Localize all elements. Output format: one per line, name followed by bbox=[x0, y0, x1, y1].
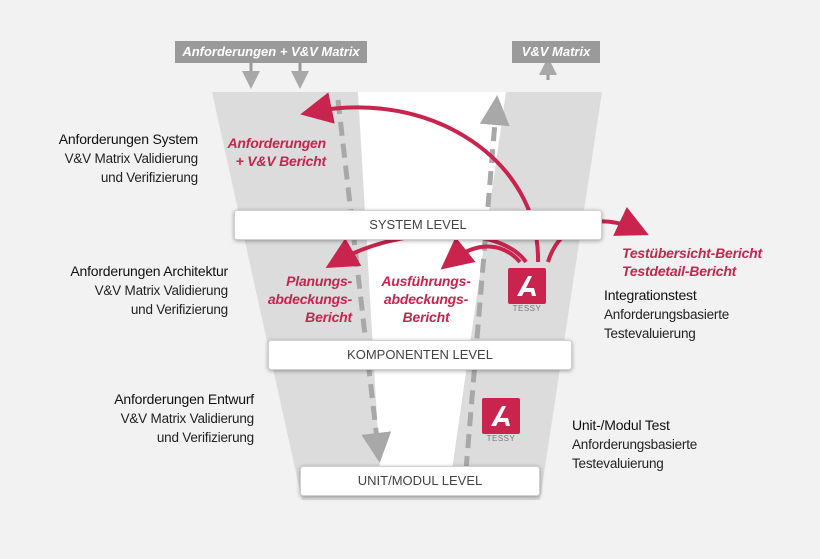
tessy-logo-icon bbox=[508, 268, 546, 304]
right-label-title: Unit-/Modul Test bbox=[572, 417, 670, 433]
right-label-unit-test: Unit-/Modul Test Anforderungsbasierte Te… bbox=[572, 416, 772, 473]
funnel-band bbox=[358, 92, 506, 470]
ausfuehrungsabdeckungs-bericht-label: Ausführungs- abdeckungs- Bericht bbox=[376, 272, 476, 326]
right-label-line: Testevaluierung bbox=[572, 456, 664, 471]
tessy-logo-icon bbox=[482, 398, 520, 434]
red-label-line: Ausführungs- bbox=[381, 273, 471, 289]
red-label-line: abdeckungs- bbox=[267, 291, 352, 307]
vv-matrix-box: V&V Matrix bbox=[512, 41, 600, 63]
left-label-line: und Verifizierung bbox=[130, 302, 228, 317]
left-label-line: und Verifizierung bbox=[156, 430, 254, 445]
red-label-line: Bericht bbox=[305, 309, 352, 325]
right-label-line: Testevaluierung bbox=[604, 326, 696, 341]
unit-level-band: UNIT/MODUL LEVEL bbox=[300, 466, 540, 496]
left-label-line: V&V Matrix Validierung bbox=[120, 411, 255, 426]
right-label-line: Anforderungsbasierte bbox=[604, 307, 730, 322]
red-label-line: Bericht bbox=[402, 309, 450, 325]
left-label-title: Anforderungen Architektur bbox=[70, 263, 228, 279]
komponenten-level-band: KOMPONENTEN LEVEL bbox=[268, 340, 572, 370]
red-label-line: abdeckungs- bbox=[383, 291, 469, 307]
red-label-line: + V&V Bericht bbox=[235, 153, 327, 169]
system-level-band: SYSTEM LEVEL bbox=[234, 210, 602, 240]
left-label-system: Anforderungen System V&V Matrix Validier… bbox=[20, 130, 198, 187]
red-label-line: Testdetail-Bericht bbox=[622, 263, 737, 279]
anforderungen-vv-matrix-box: Anforderungen + V&V Matrix bbox=[175, 41, 367, 63]
left-label-line: V&V Matrix Validierung bbox=[94, 283, 229, 298]
right-label-line: Anforderungsbasierte bbox=[572, 437, 698, 452]
red-label-line: Planungs- bbox=[286, 273, 352, 289]
tessy-logo-integration: TESSY bbox=[508, 268, 546, 314]
left-label-line: und Verifizierung bbox=[100, 170, 198, 185]
tessy-logo-text: TESSY bbox=[486, 434, 516, 443]
red-arrow-ausfuehrung bbox=[440, 237, 522, 270]
red-label-line: Testübersicht-Bericht bbox=[622, 245, 762, 261]
right-label-title: Integrationstest bbox=[604, 287, 697, 303]
left-label-title: Anforderungen Entwurf bbox=[114, 391, 254, 407]
red-label-line: Anforderungen bbox=[227, 135, 326, 151]
left-label-title: Anforderungen System bbox=[58, 131, 198, 147]
dashed-down-arrow bbox=[335, 99, 392, 463]
left-label-architektur: Anforderungen Architektur V&V Matrix Val… bbox=[20, 262, 228, 319]
right-label-integrationstest: Integrationstest Anforderungsbasierte Te… bbox=[604, 286, 804, 343]
left-label-entwurf: Anforderungen Entwurf V&V Matrix Validie… bbox=[20, 390, 254, 447]
anforderungen-bericht-label: Anforderungen + V&V Bericht bbox=[224, 134, 326, 170]
dashed-up-arrow bbox=[463, 95, 510, 471]
tessy-logo-text: TESSY bbox=[512, 304, 542, 313]
left-label-line: V&V Matrix Validierung bbox=[64, 151, 199, 166]
testuebersicht-bericht-label: Testübersicht-Bericht Testdetail-Bericht bbox=[622, 244, 792, 280]
planungsabdeckungs-bericht-label: Planungs- abdeckungs- Bericht bbox=[260, 272, 352, 326]
tessy-logo-unit: TESSY bbox=[482, 398, 520, 444]
